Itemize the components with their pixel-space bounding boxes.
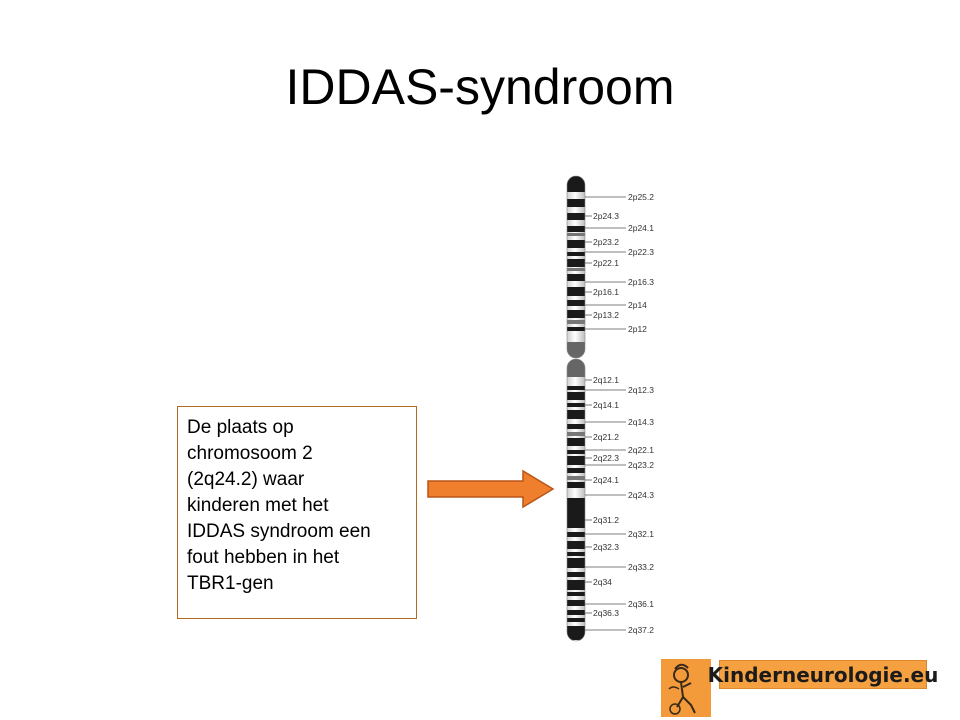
chromosome-band	[567, 410, 585, 419]
band-label: 2q36.1	[628, 599, 654, 609]
band-label: 2q12.1	[593, 375, 619, 385]
callout-line: kinderen met het	[187, 495, 329, 516]
chromosome-q-arm	[566, 358, 586, 642]
band-label: 2p23.2	[593, 237, 619, 247]
logo-child-figure-icon	[661, 659, 711, 717]
chromosome-band	[567, 476, 585, 480]
band-label: 2p24.3	[593, 211, 619, 221]
band-label: 2q32.3	[593, 542, 619, 552]
band-label: 2p22.3	[628, 247, 654, 257]
band-label: 2p14	[628, 300, 647, 310]
chromosome-band	[567, 199, 585, 207]
callout-line: TBR1-gen	[187, 573, 274, 594]
band-label: 2q31.2	[593, 515, 619, 525]
band-label: 2q14.1	[593, 400, 619, 410]
chromosome-band	[567, 438, 585, 446]
chromosome-band	[567, 626, 585, 640]
chromosome-band	[567, 274, 585, 281]
band-labels-right: 2p25.2 2p24.1 2p22.3 2p16.3 2p14 2p12 2q12.3 2q…	[585, 192, 654, 635]
chromosome-band	[567, 392, 585, 400]
band-label: 2q34	[593, 577, 612, 587]
band-label: 2p22.1	[593, 258, 619, 268]
chromosome-band	[567, 233, 585, 236]
band-label: 2p12	[628, 324, 647, 334]
band-label: 2q24.3	[628, 490, 654, 500]
callout-line: De plaats op	[187, 417, 294, 438]
band-label: 2q12.3	[628, 385, 654, 395]
chromosome-2-ideogram: 2p24.3 2p23.2 2p22.1 2p16.1 2p13.2 2q12.1 2q14…	[566, 175, 654, 642]
chromosome-band	[567, 342, 585, 358]
chromosome-band	[567, 432, 585, 436]
chromosome-p-arm	[566, 175, 586, 359]
slide-title: IDDAS-syndroom	[285, 59, 675, 115]
band-label: 2q24.1	[593, 475, 619, 485]
chromosome-band	[567, 252, 585, 256]
chromosome-band	[567, 320, 585, 324]
chromosome-band	[567, 552, 585, 556]
chromosome-band	[567, 300, 585, 306]
band-label: 2q23.2	[628, 460, 654, 470]
chromosome-band	[567, 240, 585, 248]
band-label: 2q22.3	[593, 453, 619, 463]
band-label: 2q21.2	[593, 432, 619, 442]
chromosome-band	[567, 403, 585, 407]
band-label: 2q33.2	[628, 562, 654, 572]
chromosome-band	[567, 498, 585, 528]
band-label: 2p24.1	[628, 223, 654, 233]
chromosome-band	[567, 532, 585, 537]
band-label: 2q32.1	[628, 529, 654, 539]
pointer-arrow	[427, 469, 555, 509]
chromosome-band	[567, 424, 585, 429]
band-label: 2p13.2	[593, 310, 619, 320]
chromosome-band	[567, 468, 585, 473]
chromosome-band	[567, 259, 585, 267]
chromosome-band	[567, 618, 585, 622]
band-label: 2q36.3	[593, 608, 619, 618]
chromosome-band	[567, 600, 585, 606]
chromosome-band	[567, 592, 585, 596]
band-labels-left: 2p24.3 2p23.2 2p22.1 2p16.1 2p13.2 2q12.1 2q14…	[585, 211, 619, 618]
chromosome-band	[567, 541, 585, 549]
callout-textbox: De plaats op chromosoom 2 (2q24.2) waar …	[177, 406, 417, 619]
callout-line: (2q24.2) waar	[187, 469, 305, 490]
chromosome-band	[567, 310, 585, 318]
chromosome-band	[567, 572, 585, 577]
chromosome-band	[567, 482, 585, 488]
chromosome-band	[567, 450, 585, 454]
chromosome-band	[567, 580, 585, 590]
logo-text: Kinderneurologie.eu	[707, 662, 939, 687]
chromosome-band	[567, 176, 585, 192]
arrow-shape	[427, 469, 555, 509]
chromosome-band	[567, 226, 585, 232]
band-label: 2p16.1	[593, 287, 619, 297]
chromosome-band	[567, 558, 585, 568]
chromosome-band	[567, 213, 585, 220]
band-label: 2p25.2	[628, 192, 654, 202]
chromosome-band	[567, 456, 585, 465]
chromosome-band	[567, 327, 585, 331]
chromosome-band	[567, 386, 585, 390]
callout-line: IDDAS syndroom een	[187, 521, 371, 542]
band-label: 2q14.3	[628, 417, 654, 427]
chromosome-band	[567, 610, 585, 615]
chromosome-band	[567, 268, 585, 271]
chromosome-band	[567, 359, 585, 377]
band-label: 2p16.3	[628, 277, 654, 287]
chromosome-band	[567, 287, 585, 296]
callout-line: fout hebben in het	[187, 547, 340, 568]
band-label: 2q37.2	[628, 625, 654, 635]
callout-line: chromosoom 2	[187, 443, 313, 464]
band-label: 2q22.1	[628, 445, 654, 455]
logo-banner: Kinderneurologie.eu	[708, 660, 938, 689]
